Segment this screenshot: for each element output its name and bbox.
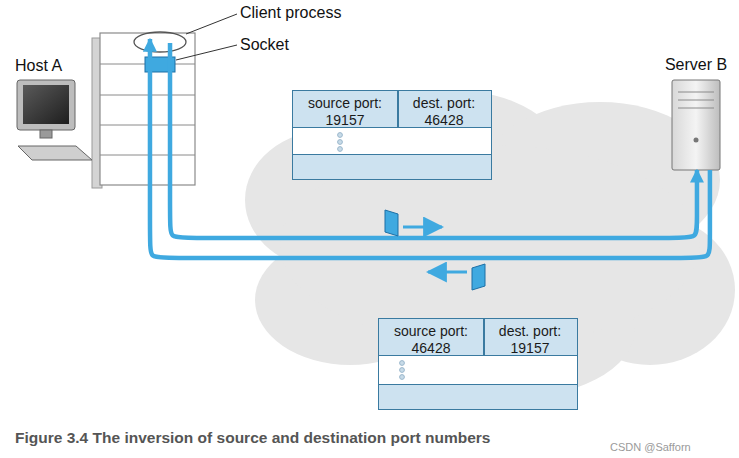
segment-box: source port:19157dest. port:46428 — [292, 90, 492, 180]
dot — [400, 375, 405, 380]
header-divider — [483, 319, 485, 356]
leader-lines — [176, 14, 237, 60]
server-icon — [672, 80, 720, 170]
port-field: 46428 — [397, 112, 491, 128]
protocol-stack — [92, 32, 195, 188]
flow-arrow — [150, 39, 710, 258]
callout-label: Client process — [240, 4, 400, 22]
port-field: source port: — [293, 95, 397, 111]
dot — [400, 361, 405, 366]
drive-slot — [678, 108, 714, 109]
flow-arrow — [170, 43, 697, 238]
footer-band — [293, 154, 491, 179]
port-field: dest. port: — [397, 95, 491, 111]
dot — [337, 147, 342, 152]
port-field: dest. port: — [483, 323, 577, 339]
stack-frame — [100, 33, 195, 185]
segment-box: source port:46428dest. port:19157 — [378, 318, 578, 410]
computer-icon — [17, 80, 92, 160]
socket-box — [145, 57, 175, 72]
leader-line — [186, 14, 237, 34]
dot — [337, 133, 342, 138]
network-cloud — [245, 90, 735, 400]
monitor-stand — [40, 130, 52, 138]
figure-caption: Figure 3.4 The inversion of source and d… — [15, 429, 605, 447]
monitor-screen — [23, 85, 69, 124]
callout-label: Socket — [240, 36, 360, 54]
packet-symbol — [472, 264, 485, 290]
host-label: Host A — [15, 57, 95, 75]
port-field: 46428 — [379, 340, 483, 356]
watermark: CSDN @Safforn — [610, 441, 735, 454]
port-field: 19157 — [293, 112, 397, 128]
server-host: Server B — [672, 80, 720, 170]
direction-arrow — [428, 271, 467, 274]
drive-slot — [678, 100, 714, 101]
keyboard — [18, 146, 92, 160]
dot — [337, 140, 342, 145]
host-label: Server B — [652, 56, 739, 74]
ellipsis-dots — [335, 130, 345, 154]
host-stack: Host A — [100, 33, 195, 185]
server-case — [672, 80, 720, 170]
drive-slot — [678, 92, 714, 93]
port-field: source port: — [379, 323, 483, 339]
ellipsis-dots — [397, 358, 407, 382]
layer-line — [100, 125, 195, 126]
leader-line — [176, 45, 237, 60]
segment-icon — [428, 264, 485, 290]
power-button — [694, 138, 699, 143]
client-process-ellipse — [134, 32, 186, 52]
monitor-frame — [17, 80, 75, 130]
direction-arrow — [403, 226, 442, 229]
segment-icon — [385, 210, 442, 236]
port-field: 19157 — [483, 340, 577, 356]
dot — [400, 368, 405, 373]
layer-line — [100, 95, 195, 96]
header-divider — [397, 91, 399, 128]
cloud-lobe — [280, 145, 700, 345]
footer-band — [379, 384, 577, 409]
packet-symbol — [385, 210, 398, 236]
layer-line — [100, 155, 195, 156]
